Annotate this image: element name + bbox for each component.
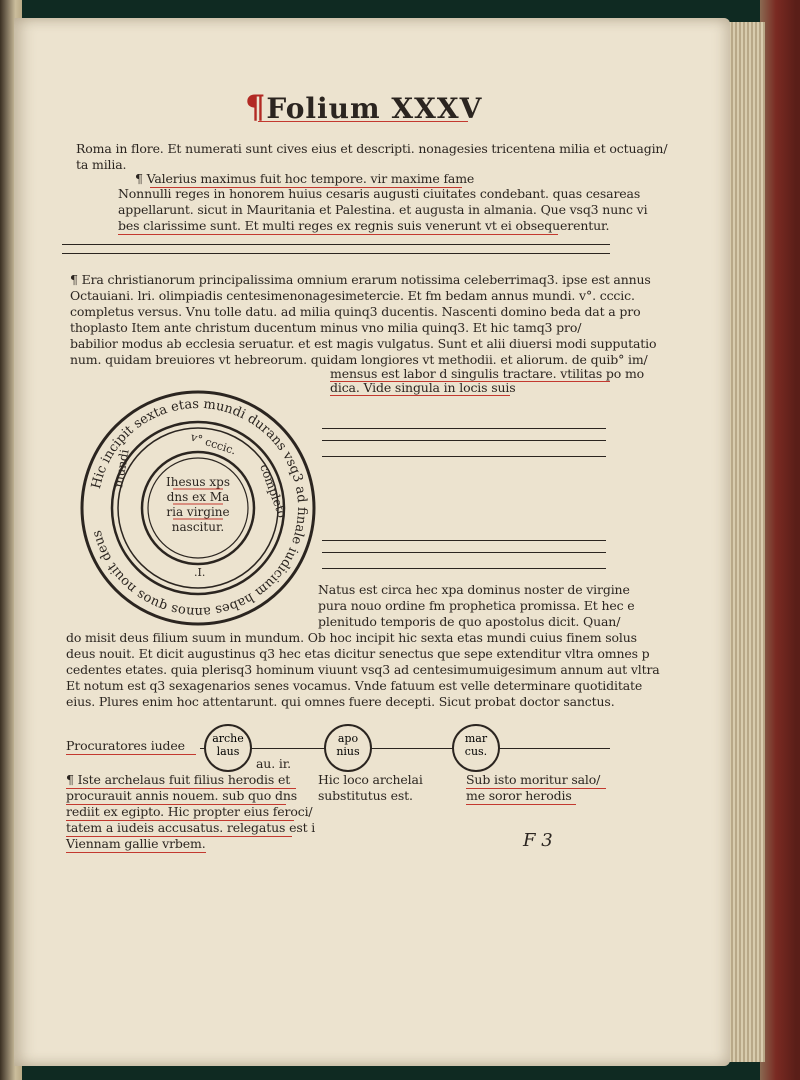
center-line: nascitur.	[172, 520, 224, 534]
title-text: Folium XXXV	[266, 92, 483, 125]
para3-line: babilior modus ab ecclesia seruatur. et …	[70, 336, 657, 351]
para4-line: Et notum est q3 sexagenarios senes vocam…	[66, 678, 643, 693]
para1-line: ta milia.	[76, 157, 127, 172]
para3-line: Octauiani. lri. olimpiadis centesimenona…	[70, 288, 635, 303]
node-text: cus.	[464, 745, 488, 758]
center-line: dns ex Ma	[167, 490, 230, 504]
rule	[62, 253, 610, 254]
para2-line: appellarunt. sicut in Mauritania et Pale…	[118, 202, 648, 217]
rubric-line	[66, 836, 292, 838]
para4-line: plenitudo temporis de quo apostolus dici…	[318, 614, 621, 629]
para4-line: deus nouit. Et dicit augustinus q3 hec e…	[66, 646, 650, 661]
rubric-line	[118, 234, 558, 236]
signature-mark: F 3	[523, 830, 553, 851]
rubric-line	[66, 852, 206, 854]
rubric-line	[66, 820, 294, 822]
para1-line: Roma in flore. Et numerati sunt cives ei…	[76, 141, 668, 156]
rule	[62, 244, 610, 245]
note-line: tatem a iudeis accusatus. relegatus est …	[66, 820, 316, 835]
node-text: laus	[216, 745, 240, 758]
note-line: me soror herodis	[466, 788, 572, 803]
page-title: ¶Folium XXXV	[245, 88, 482, 126]
para2-line: ¶ Valerius maximus fuit hoc tempore. vir…	[135, 171, 475, 186]
title-underline	[258, 121, 468, 123]
note-line: Viennam gallie vrbem.	[66, 836, 206, 851]
rubric-line	[466, 804, 576, 806]
note-line: ¶ Iste archelaus fuit filius herodis et	[66, 772, 291, 787]
para3-line: thoplasto Item ante christum ducentum mi…	[70, 320, 582, 335]
rule	[322, 456, 606, 457]
para3-line: ¶ Era christianorum principalissima omni…	[70, 272, 651, 287]
rubric-line	[66, 754, 196, 756]
mid-ring-right: completo	[257, 462, 289, 519]
lineage-node-marcus: mar cus.	[452, 724, 500, 772]
node-text: mar	[464, 732, 488, 745]
note-line: procurauit annis nouem. sub quo dns	[66, 788, 297, 803]
para2-line: bes clarissime sunt. Et multi reges ex r…	[118, 218, 610, 233]
rule	[322, 568, 606, 569]
note-line: substitutus est.	[318, 788, 413, 803]
node-text: apo	[337, 732, 359, 745]
note-line: Hic loco archelai	[318, 772, 423, 787]
center-line: Ihesus xps	[166, 475, 230, 489]
rule	[322, 440, 606, 441]
rubric-line	[330, 381, 610, 383]
center-line: ria virgine	[166, 505, 229, 519]
node-text: nius	[336, 745, 360, 758]
para4-line: eius. Plures enim hoc attentarunt. qui o…	[66, 694, 615, 709]
rule	[322, 552, 606, 553]
rubric-line	[66, 804, 286, 806]
book-page	[14, 18, 730, 1066]
para4-line: Natus est circa hec xpa dominus noster d…	[318, 582, 630, 597]
para3-line: mensus est labor d singulis tractare. vt…	[330, 366, 645, 381]
lineage-rule	[200, 748, 610, 749]
para4-line: cedentes etates. quia plerisq3 hominum v…	[66, 662, 660, 677]
para4-line: do misit deus filium suum in mundum. Ob …	[66, 630, 637, 645]
rubric-line	[330, 395, 510, 397]
sixth-age-circle: Hic incipit sexta etas mundi durans vsq3…	[80, 390, 316, 626]
rubric-line	[66, 788, 296, 790]
para3-line: dica. Vide singula in locis suis	[330, 380, 516, 395]
node-note: au. ir.	[256, 756, 291, 771]
title-pilcrow: ¶	[245, 88, 267, 126]
para3-line: num. quidam breuiores vt hebreorum. quid…	[70, 352, 648, 367]
rubric-line	[150, 187, 462, 189]
lineage-label: Procuratores iudee	[66, 738, 185, 753]
ring-mark: .I.	[194, 566, 205, 579]
note-line: Sub isto moritur salo/	[466, 772, 601, 787]
lineage-node-archelaus: arche laus	[204, 724, 252, 772]
rubric-line	[466, 788, 606, 790]
lineage-node-aponius: apo nius	[324, 724, 372, 772]
node-text: arche	[212, 732, 244, 745]
mid-ring-left: mundi	[111, 448, 131, 488]
page-edges	[725, 22, 765, 1062]
para4-line: pura nouo ordine fm prophetica promissa.…	[318, 598, 635, 613]
book-cover-edge	[760, 0, 800, 1080]
para3-line: completus versus. Vnu tolle datu. ad mil…	[70, 304, 641, 319]
para2-line: Nonnulli reges in honorem huius cesaris …	[118, 186, 641, 201]
note-line: rediit ex egipto. Hic propter eius feroc…	[66, 804, 313, 819]
rule	[322, 428, 606, 429]
rule	[322, 540, 606, 541]
